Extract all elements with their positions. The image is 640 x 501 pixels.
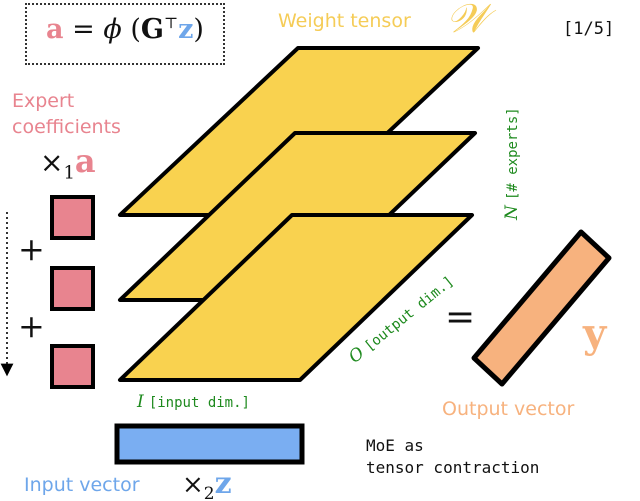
formula-open-paren: ( xyxy=(130,14,141,45)
formula-g-symbol: G xyxy=(140,14,164,45)
i-axis-label: I [input dim.] xyxy=(137,392,250,412)
output-vector-bar xyxy=(471,229,612,387)
i-symbol: I xyxy=(137,392,144,412)
mode1-product: ×1a xyxy=(40,142,96,184)
gating-formula: a = ϕ (G⊤z) xyxy=(30,14,220,45)
formula-close-paren: ) xyxy=(193,14,204,45)
mode2-index: 2 xyxy=(203,484,215,501)
formula-transpose: ⊤ xyxy=(163,14,179,32)
caption-line1: MoE as xyxy=(366,436,424,455)
equals-sign: = xyxy=(445,297,476,338)
input-vector-label: Input vector xyxy=(24,474,140,496)
input-vector-bar xyxy=(114,423,305,465)
formula-equals: = xyxy=(72,14,95,45)
mode2-product: ×2z xyxy=(182,466,232,501)
mode2-z-symbol: z xyxy=(214,466,232,501)
output-vector-label: Output vector xyxy=(442,398,575,420)
page-counter: [1/5] xyxy=(563,19,615,39)
plus-sign-1: + xyxy=(18,230,45,268)
mode1-times: × xyxy=(40,146,64,179)
weight-tensor-label: Weight tensor xyxy=(278,10,411,32)
coefficient-square-2 xyxy=(50,266,95,311)
formula-a-symbol: a xyxy=(46,14,64,45)
expert-label-line1: Expert xyxy=(12,90,75,112)
output-y-symbol: y xyxy=(583,310,607,357)
plus-sign-2: + xyxy=(18,307,45,345)
coefficient-square-1 xyxy=(50,195,95,240)
formula-box xyxy=(25,3,225,65)
expert-label-line2: coefficients xyxy=(12,116,121,138)
caption-line2: tensor contraction xyxy=(366,458,540,477)
mode2-times: × xyxy=(182,470,204,500)
i-text: [input dim.] xyxy=(148,395,250,411)
weight-tensor-symbol: 𝒲 xyxy=(446,0,488,42)
mode1-a-symbol: a xyxy=(74,142,96,180)
formula-phi: ϕ xyxy=(103,14,122,45)
tensor-slice-bottom xyxy=(118,213,474,382)
mode1-index: 1 xyxy=(63,162,75,184)
coefficient-square-3 xyxy=(50,344,95,389)
formula-z-symbol: z xyxy=(178,14,194,45)
